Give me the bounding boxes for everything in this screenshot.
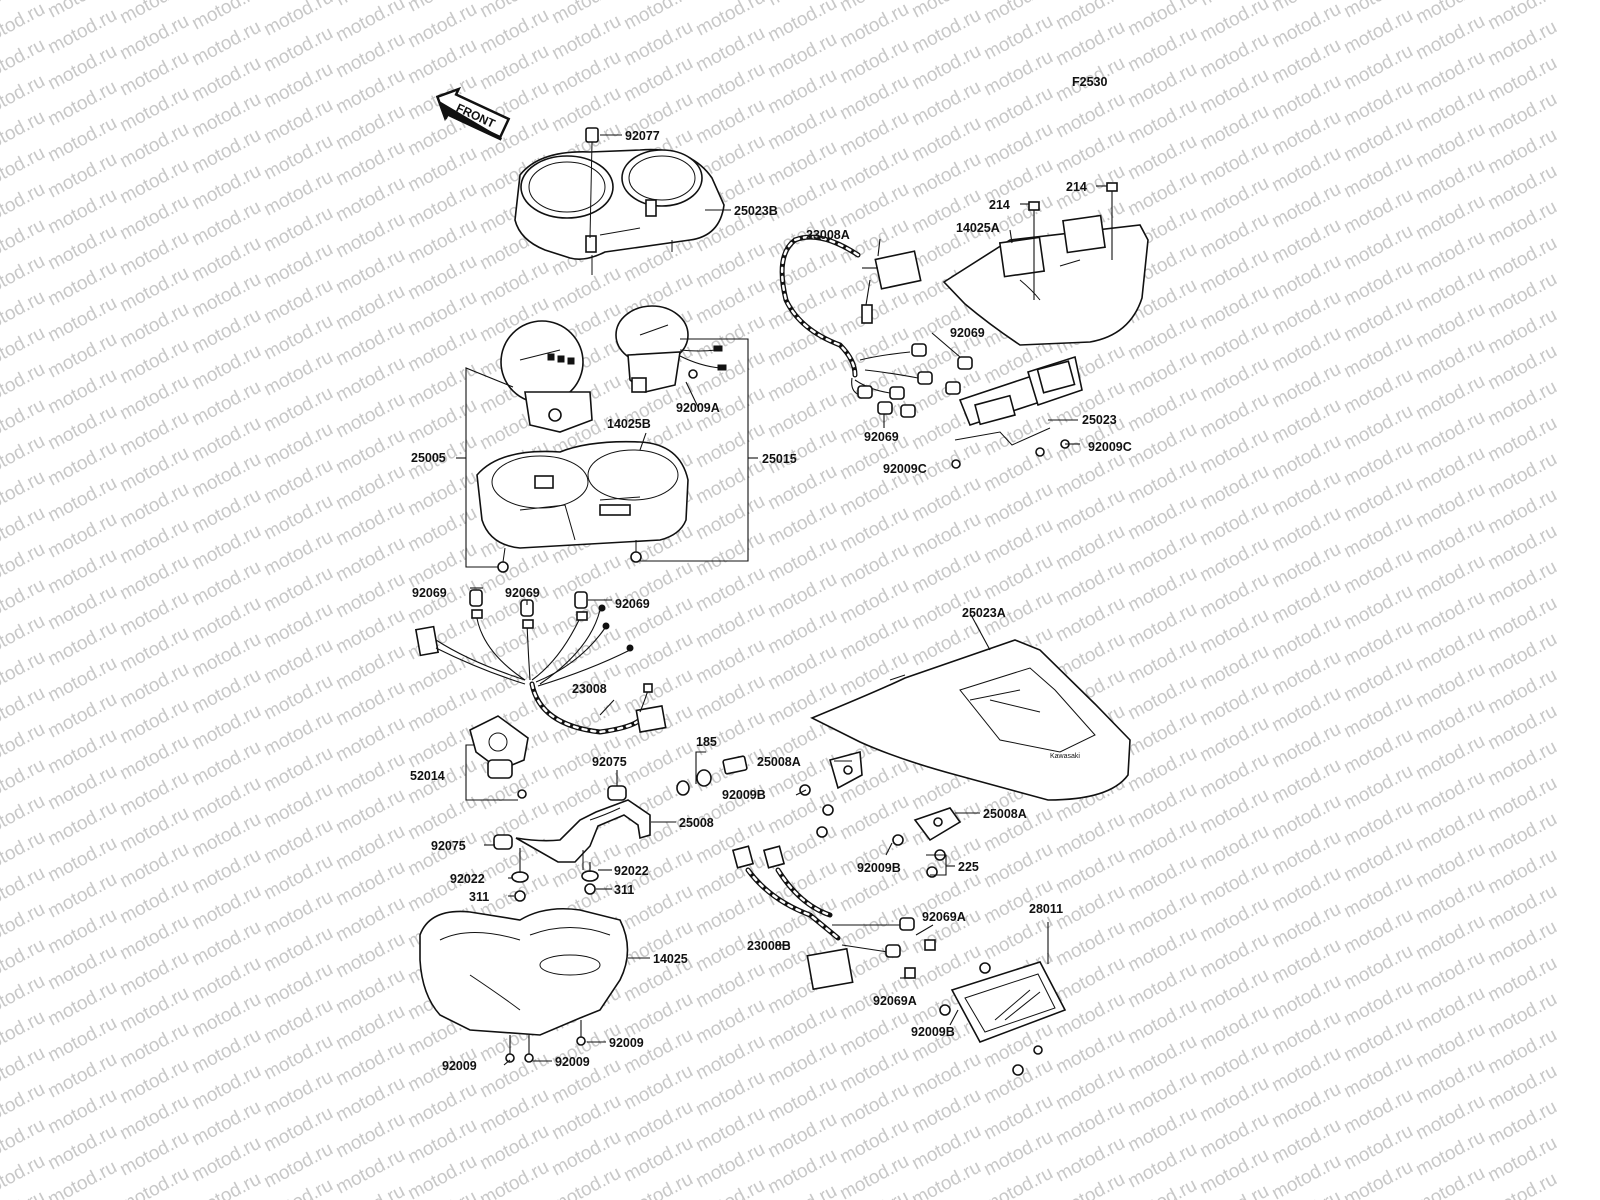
label-25015: 25015 <box>762 452 797 466</box>
label-23008B: 23008B <box>747 939 791 953</box>
label-25008A-a: 25008A <box>757 755 801 769</box>
label-92069A-a: 92069A <box>922 910 966 924</box>
label-92022-a: 92022 <box>450 872 485 886</box>
meter-cover-25023B <box>514 148 725 275</box>
label-92009B-b: 92009B <box>857 861 901 875</box>
label-92009C-b: 92009C <box>1088 440 1132 454</box>
label-92069-r2: 92069 <box>864 430 899 444</box>
label-28011: 28011 <box>1029 902 1063 916</box>
label-92009-c: 92009 <box>555 1055 590 1069</box>
kawasaki-logo: Kawasaki <box>1050 753 1080 760</box>
label-92022-b: 92022 <box>614 864 649 878</box>
label-25023: 25023 <box>1082 413 1117 427</box>
label-92009-a: 92009 <box>609 1036 644 1050</box>
figure-code: F2530 <box>1072 75 1107 89</box>
label-92075-a: 92075 <box>592 755 627 769</box>
label-25023A: 25023A <box>962 606 1006 620</box>
label-23008: 23008 <box>572 682 607 696</box>
label-92075-b: 92075 <box>431 839 466 853</box>
label-214a: 214 <box>989 198 1010 212</box>
label-25023B: 25023B <box>734 204 778 218</box>
label-52014: 52014 <box>410 769 445 783</box>
label-92077: 92077 <box>625 129 660 143</box>
grommet-92075b <box>493 834 513 850</box>
label-23008A: 23008A <box>806 228 850 242</box>
watermark-layer: motod.rumotod.rumotod.rumotod.rumotod.ru… <box>0 0 1561 1200</box>
label-14025A: 14025A <box>956 221 1000 235</box>
label-92069A-b: 92069A <box>873 994 917 1008</box>
label-92009B-c: 92009B <box>911 1025 955 1039</box>
label-25005: 25005 <box>411 451 446 465</box>
label-92009B-a: 92009B <box>722 788 766 802</box>
label-311-a: 311 <box>469 890 489 904</box>
label-92069-l1: 92069 <box>412 586 447 600</box>
label-14025B: 14025B <box>607 417 651 431</box>
label-92009C-a: 92009C <box>883 462 927 476</box>
label-92069-r1: 92069 <box>950 326 985 340</box>
label-185: 185 <box>696 735 717 749</box>
label-214b: 214 <box>1066 180 1087 194</box>
label-25008A-b: 25008A <box>983 807 1027 821</box>
label-92009-b: 92009 <box>442 1059 477 1073</box>
label-92069-l2: 92069 <box>505 586 540 600</box>
label-92009A: 92009A <box>676 401 720 415</box>
label-225: 225 <box>958 860 979 874</box>
label-14025: 14025 <box>653 952 688 966</box>
label-311-b: 311 <box>614 883 634 897</box>
label-92069-l3: 92069 <box>615 597 650 611</box>
label-25008: 25008 <box>679 816 714 830</box>
